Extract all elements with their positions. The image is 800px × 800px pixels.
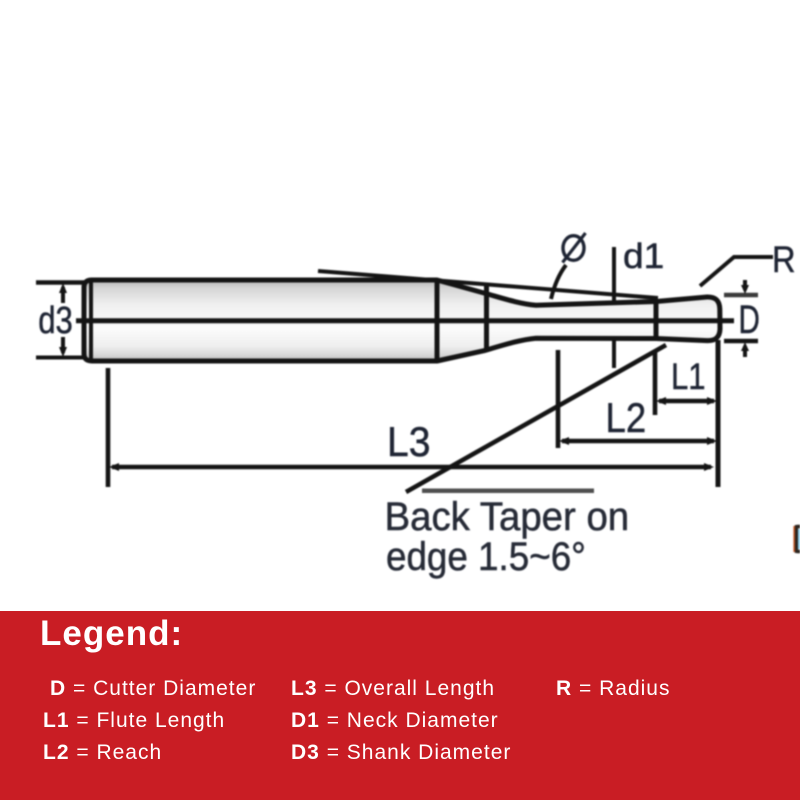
svg-text:D: D <box>739 298 760 342</box>
svg-text:L1: L1 <box>671 357 706 398</box>
svg-text:Back Taper on: Back Taper on <box>385 495 630 539</box>
svg-text:d1: d1 <box>623 236 664 276</box>
svg-text:edge 1.5~6°: edge 1.5~6° <box>386 535 586 580</box>
svg-text:R: R <box>772 239 796 280</box>
svg-text:L3: L3 <box>387 418 430 466</box>
svg-text:d3: d3 <box>38 300 73 342</box>
svg-text:L2: L2 <box>606 395 647 442</box>
